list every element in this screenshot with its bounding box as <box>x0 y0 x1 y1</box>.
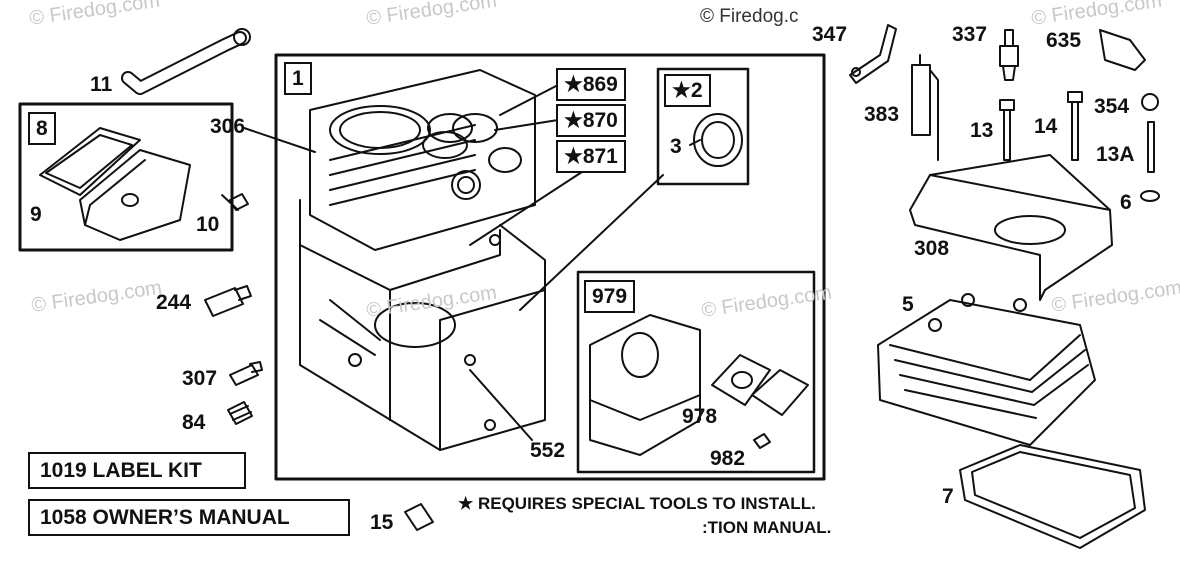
spark-plug <box>999 29 1019 81</box>
breather-gasket <box>39 127 141 196</box>
part-label-13: 13 <box>970 119 994 142</box>
spark-boot <box>1099 29 1146 71</box>
special-tools-note: ★ REQUIRES SPECIAL TOOLS TO INSTALL. <box>458 494 816 513</box>
part-label-982: 982 <box>710 447 746 470</box>
plate-982 <box>751 369 809 416</box>
bolt-13 <box>999 99 1015 161</box>
bracket-347 <box>849 24 897 84</box>
box-label-870: ★870 <box>556 104 626 137</box>
part-label-347: 347 <box>812 23 848 46</box>
part-label-978: 978 <box>682 405 718 428</box>
part-label-244: 244 <box>156 291 192 314</box>
box-label-869: ★869 <box>556 68 626 101</box>
part-label-3: 3 <box>670 135 682 158</box>
box-label-2: ★2 <box>664 74 711 107</box>
fitting-244 <box>204 285 252 317</box>
part-label-5: 5 <box>902 293 914 316</box>
part-label-84: 84 <box>182 411 206 434</box>
bolt-14 <box>1067 91 1083 161</box>
part-label-354: 354 <box>1094 95 1130 118</box>
screw-10 <box>221 193 249 211</box>
gasket-set-frame <box>576 270 816 474</box>
bolt-307 <box>229 361 263 386</box>
tube-383 <box>911 54 939 161</box>
part-label-635: 635 <box>1046 29 1082 52</box>
part-label-10: 10 <box>196 213 220 236</box>
box-label-8: 8 <box>28 112 56 145</box>
box-label-1: 1 <box>284 62 312 95</box>
special-tools-note-line2: :TION MANUAL. <box>702 518 832 537</box>
part-label-14: 14 <box>1034 115 1058 138</box>
seal-frame <box>656 67 750 186</box>
label-kit-box: 1019 LABEL KIT <box>28 452 246 489</box>
block-frame <box>274 53 826 481</box>
part-label-7: 7 <box>942 485 954 508</box>
part-label-6: 6 <box>1120 191 1132 214</box>
box-label-871: ★871 <box>556 140 626 173</box>
plug-15 <box>404 503 434 531</box>
shield-308 <box>909 174 1113 301</box>
part-label-308: 308 <box>914 237 950 260</box>
box-label-979: 979 <box>584 280 636 313</box>
engine-block <box>299 69 546 451</box>
part-label-552: 552 <box>530 439 566 462</box>
screw-982 <box>753 433 771 449</box>
part-label-9: 9 <box>30 203 42 226</box>
part-label-11: 11 <box>90 73 113 96</box>
part-label-337: 337 <box>952 23 988 46</box>
part-label-15: 15 <box>370 511 394 534</box>
part-label-383: 383 <box>864 103 900 126</box>
gasket-978 <box>711 354 771 406</box>
washer-6 <box>1140 190 1160 202</box>
stud-13a <box>1147 121 1155 173</box>
owners-manual-box: 1058 OWNER’S MANUAL <box>28 499 350 536</box>
breather-frame <box>18 102 234 252</box>
head-gasket-7 <box>959 444 1146 549</box>
watermark: © Firedog.c <box>700 6 799 27</box>
part-label-306: 306 <box>210 115 246 138</box>
cylinder-head <box>877 299 1096 446</box>
nut-354 <box>1141 93 1159 111</box>
seal-3 <box>693 113 743 167</box>
part-label-13a: 13A <box>1096 143 1135 166</box>
part-label-307: 307 <box>182 367 218 390</box>
